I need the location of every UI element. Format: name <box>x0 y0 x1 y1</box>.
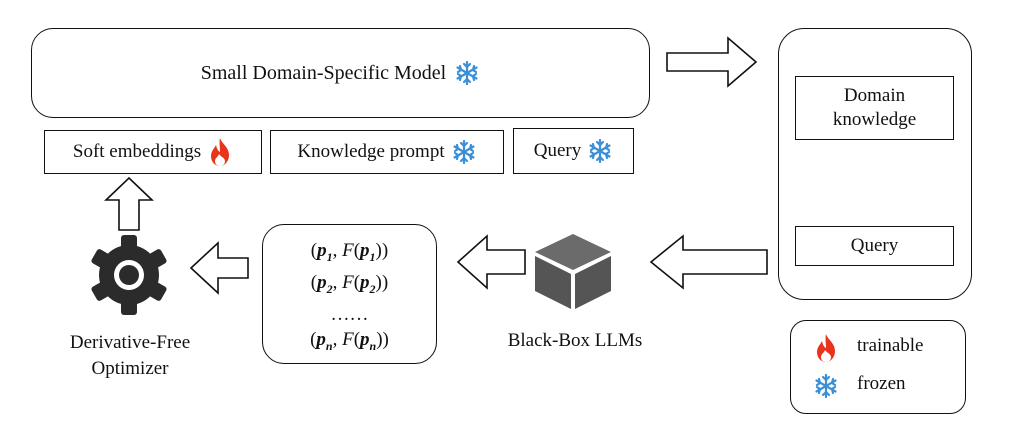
fire-icon <box>817 334 835 362</box>
query-input-box: Query <box>513 128 634 174</box>
legend-trainable-label: trainable <box>857 335 924 356</box>
panel-query-box: Query <box>795 226 954 266</box>
snowflake-icon <box>815 373 837 399</box>
snowflake-icon <box>456 60 478 86</box>
pairs-box <box>262 224 437 364</box>
pair-ellipsis: …… <box>330 303 369 325</box>
pair-row-n: (pn, F(pn)) <box>310 328 389 353</box>
llm-label: Black-Box LLMs <box>507 330 643 351</box>
pairs-list: (p1, F(p1)) (p2, F(p2)) …… (pn, F(pn)) <box>262 224 437 364</box>
arrow-model-to-panel <box>666 36 758 88</box>
domain-knowledge-line2: knowledge <box>832 109 917 130</box>
small-model-label: Small Domain-Specific Model <box>200 61 447 84</box>
legend-frozen-label: frozen <box>857 373 906 394</box>
legend-box: trainable frozen <box>790 320 966 414</box>
snowflake-icon <box>453 139 475 165</box>
panel-query-label: Query <box>850 235 899 256</box>
pair-row-2: (p2, F(p2)) <box>310 271 389 296</box>
soft-embeddings-label: Soft embeddings <box>72 141 202 162</box>
domain-knowledge-line1: Domain <box>843 85 906 106</box>
arrow-pairs-to-optimizer <box>189 241 249 295</box>
fire-icon <box>211 138 230 166</box>
pair-row-1: (p1, F(p1)) <box>310 240 389 264</box>
knowledge-prompt-box: Knowledge prompt <box>270 130 504 174</box>
optimizer-label: Derivative-Free Optimizer <box>40 330 220 382</box>
domain-knowledge-box: Domain knowledge <box>795 76 954 140</box>
soft-embeddings-box: Soft embeddings <box>44 130 262 174</box>
cube-icon <box>535 234 611 309</box>
query-input-label: Query <box>533 140 582 161</box>
small-model-box: Small Domain-Specific Model <box>31 28 650 118</box>
arrow-panel-to-llm <box>649 234 768 290</box>
snowflake-icon <box>589 138 611 164</box>
optimizer-label-line1: Derivative-Free <box>69 332 191 353</box>
gear-icon <box>91 235 167 315</box>
arrow-llm-to-pairs <box>456 234 526 290</box>
arrow-optimizer-to-soft <box>104 176 154 231</box>
optimizer-label-line2: Optimizer <box>91 358 169 379</box>
knowledge-prompt-label: Knowledge prompt <box>297 141 445 162</box>
